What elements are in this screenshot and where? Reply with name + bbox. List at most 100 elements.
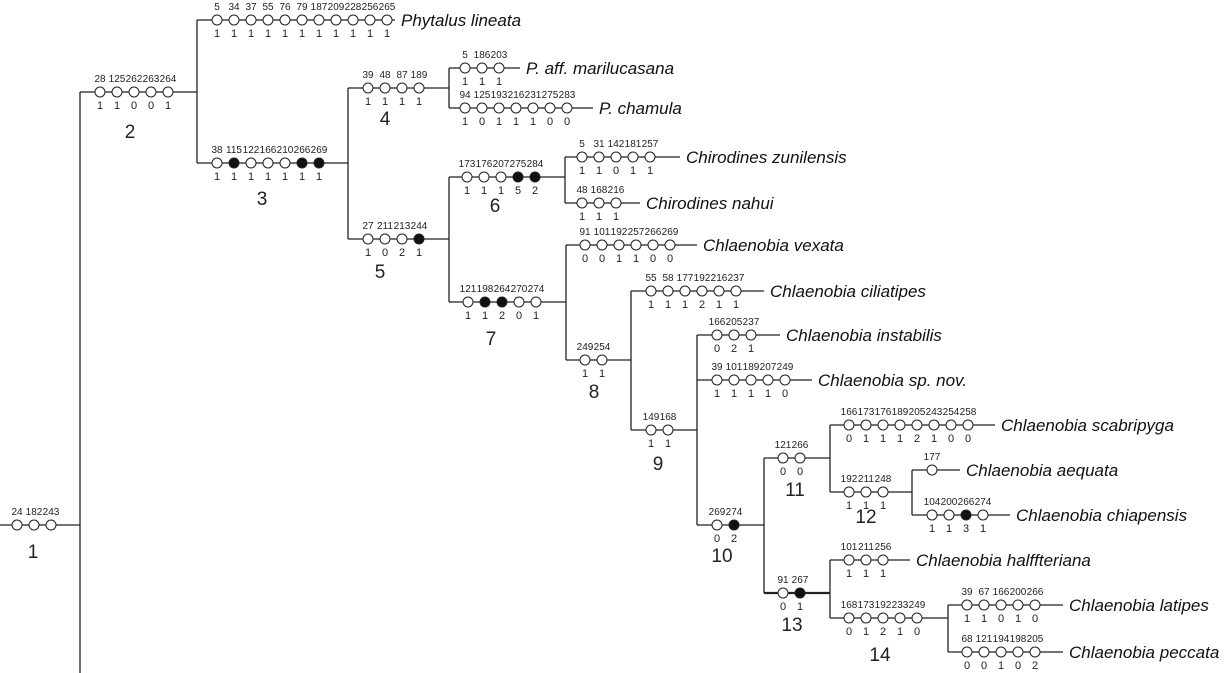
character-open-marker (645, 424, 657, 436)
character-number: 200 (941, 497, 958, 508)
character-state: 1 (465, 310, 471, 322)
character-number: 256 (875, 542, 892, 553)
character-number: 121 (976, 634, 993, 645)
character-state: 1 (863, 626, 869, 638)
character-number: 104 (924, 497, 941, 508)
character-number: 76 (279, 2, 291, 13)
character-open-marker (728, 374, 740, 386)
character-number: 205 (1027, 634, 1044, 645)
character-open-marker (627, 151, 639, 163)
character-number: 244 (411, 221, 428, 232)
character-state: 0 (582, 253, 588, 265)
character-number: 101 (594, 227, 611, 238)
character-number: 115 (226, 145, 242, 156)
character-open-marker (576, 197, 588, 209)
character-state: 1 (97, 100, 103, 112)
character-open-marker (579, 354, 591, 366)
character-number: 198 (1010, 634, 1027, 645)
character-state: 1 (633, 253, 639, 265)
character-open-marker (696, 285, 708, 297)
character-number: 213 (394, 221, 411, 232)
character-open-marker (245, 157, 257, 169)
character-number: 194 (993, 634, 1010, 645)
character-state: 1 (714, 388, 720, 400)
character-number: 121 (775, 440, 792, 451)
taxon-name: Chlaenobia sp. nov. (818, 371, 967, 390)
character-number: 269 (662, 227, 679, 238)
character-number: 211 (377, 221, 393, 232)
character-state: 2 (499, 310, 505, 322)
character-state: 1 (416, 247, 422, 259)
character-state: 0 (1015, 660, 1021, 672)
character-number: 173 (459, 159, 476, 170)
character-state: 1 (648, 438, 654, 450)
character-state: 0 (714, 343, 720, 355)
character-state: 1 (863, 433, 869, 445)
character-state: 1 (265, 28, 271, 40)
character-state: 0 (948, 433, 954, 445)
character-number: 269 (709, 507, 726, 518)
character-state: 1 (733, 299, 739, 311)
character-number: 237 (728, 273, 745, 284)
character-number: 189 (892, 407, 909, 418)
character-number: 101 (841, 542, 858, 553)
character-number: 249 (577, 342, 594, 353)
character-open-marker (745, 329, 757, 341)
character-state: 1 (599, 368, 605, 380)
character-number: 265 (379, 2, 396, 13)
character-number: 91 (777, 575, 789, 586)
character-state: 0 (964, 660, 970, 672)
character-number: 274 (726, 507, 743, 518)
character-open-marker (493, 62, 505, 74)
character-state: 1 (299, 28, 305, 40)
character-open-marker (593, 151, 605, 163)
character-open-marker (664, 239, 676, 251)
character-open-marker (1012, 599, 1024, 611)
character-open-marker (894, 419, 906, 431)
character-number: 264 (494, 284, 511, 295)
node-number: 7 (486, 329, 497, 350)
character-open-marker (478, 171, 490, 183)
character-state: 1 (630, 165, 636, 177)
character-open-marker (462, 296, 474, 308)
character-state: 1 (596, 165, 602, 177)
character-state: 1 (846, 500, 852, 512)
character-open-marker (961, 646, 973, 658)
character-open-marker (1029, 599, 1041, 611)
character-number: 168 (591, 185, 608, 196)
character-state: 1 (716, 299, 722, 311)
character-number: 209 (328, 2, 345, 13)
character-open-marker (926, 509, 938, 521)
character-state: 1 (231, 171, 237, 183)
taxon-name: Chlaenobia scabripyga (1001, 416, 1174, 435)
character-state: 1 (880, 433, 886, 445)
character-number: 142 (608, 139, 625, 150)
character-open-marker (843, 419, 855, 431)
character-open-marker (476, 102, 488, 114)
character-number: 262 (126, 74, 143, 85)
character-open-marker (262, 157, 274, 169)
character-number: 205 (909, 407, 926, 418)
character-state: 1 (367, 28, 373, 40)
character-state: 1 (998, 660, 1004, 672)
character-state: 3 (963, 523, 969, 535)
taxon-name: Chirodines nahui (646, 194, 775, 213)
character-state: 1 (579, 165, 585, 177)
taxon-name: Chlaenobia chiapensis (1016, 506, 1188, 525)
character-open-marker (576, 151, 588, 163)
character-state: 1 (482, 310, 488, 322)
character-open-marker (296, 14, 308, 26)
node-number: 12 (855, 507, 876, 528)
character-number: 257 (642, 139, 659, 150)
taxon-name: P. aff. marilucasana (526, 59, 674, 78)
character-state: 1 (579, 211, 585, 223)
character-number: 270 (511, 284, 528, 295)
character-number: 216 (711, 273, 728, 284)
character-number: 192 (875, 600, 892, 611)
character-number: 192 (611, 227, 628, 238)
character-state: 1 (897, 626, 903, 638)
character-state: 1 (384, 28, 390, 40)
character-state: 0 (547, 116, 553, 128)
character-state: 0 (797, 466, 803, 478)
character-number: 189 (743, 362, 760, 373)
